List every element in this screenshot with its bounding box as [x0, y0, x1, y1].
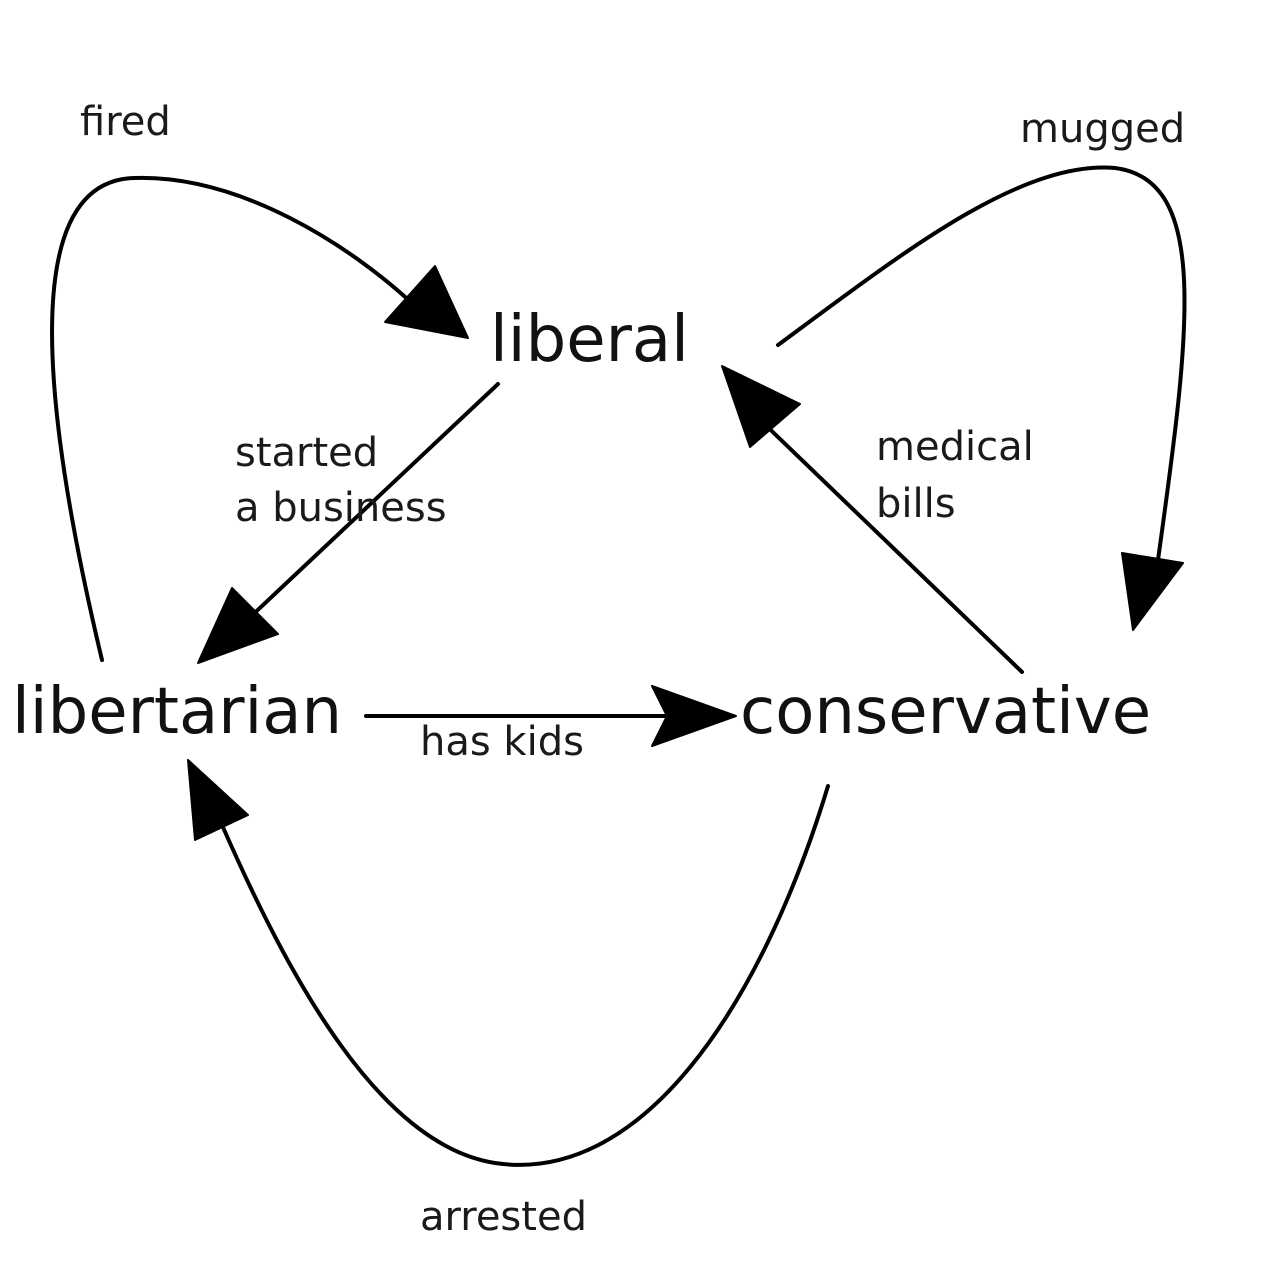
edge-label-fired: fired — [80, 99, 171, 145]
edge-mugged — [776, 165, 1187, 631]
edge-medical-bills — [721, 365, 1024, 674]
edge-started-line — [243, 382, 500, 624]
edge-medical-arrowhead — [721, 365, 801, 448]
edge-medical-line — [750, 410, 1024, 674]
edge-label-started-line2: a business — [235, 485, 447, 531]
node-conservative: conservative — [740, 675, 1151, 749]
edge-fired — [50, 175, 469, 662]
edge-arrested-line — [220, 784, 830, 1167]
edge-label-arrested: arrested — [420, 1194, 587, 1240]
edge-fired-line — [50, 175, 417, 662]
edge-label-started-line1: started — [235, 430, 378, 476]
edge-mugged-line — [776, 165, 1187, 562]
node-libertarian: libertarian — [12, 675, 342, 749]
edge-fired-arrowhead — [384, 265, 469, 339]
edge-label-mugged: mugged — [1020, 106, 1185, 152]
edge-arrested-arrowhead — [187, 759, 249, 841]
edge-has-kids — [364, 685, 737, 747]
edge-started-a-business — [197, 382, 500, 664]
edge-label-medical-line1: medical — [876, 424, 1034, 470]
edge-has-kids-arrowhead — [651, 685, 737, 747]
edge-mugged-arrowhead — [1121, 552, 1184, 631]
edge-started-arrowhead — [197, 587, 279, 664]
edge-arrested — [187, 759, 830, 1167]
edge-label-medical-line2: bills — [876, 481, 956, 527]
edge-label-has-kids: has kids — [420, 719, 584, 765]
node-liberal: liberal — [490, 303, 689, 377]
